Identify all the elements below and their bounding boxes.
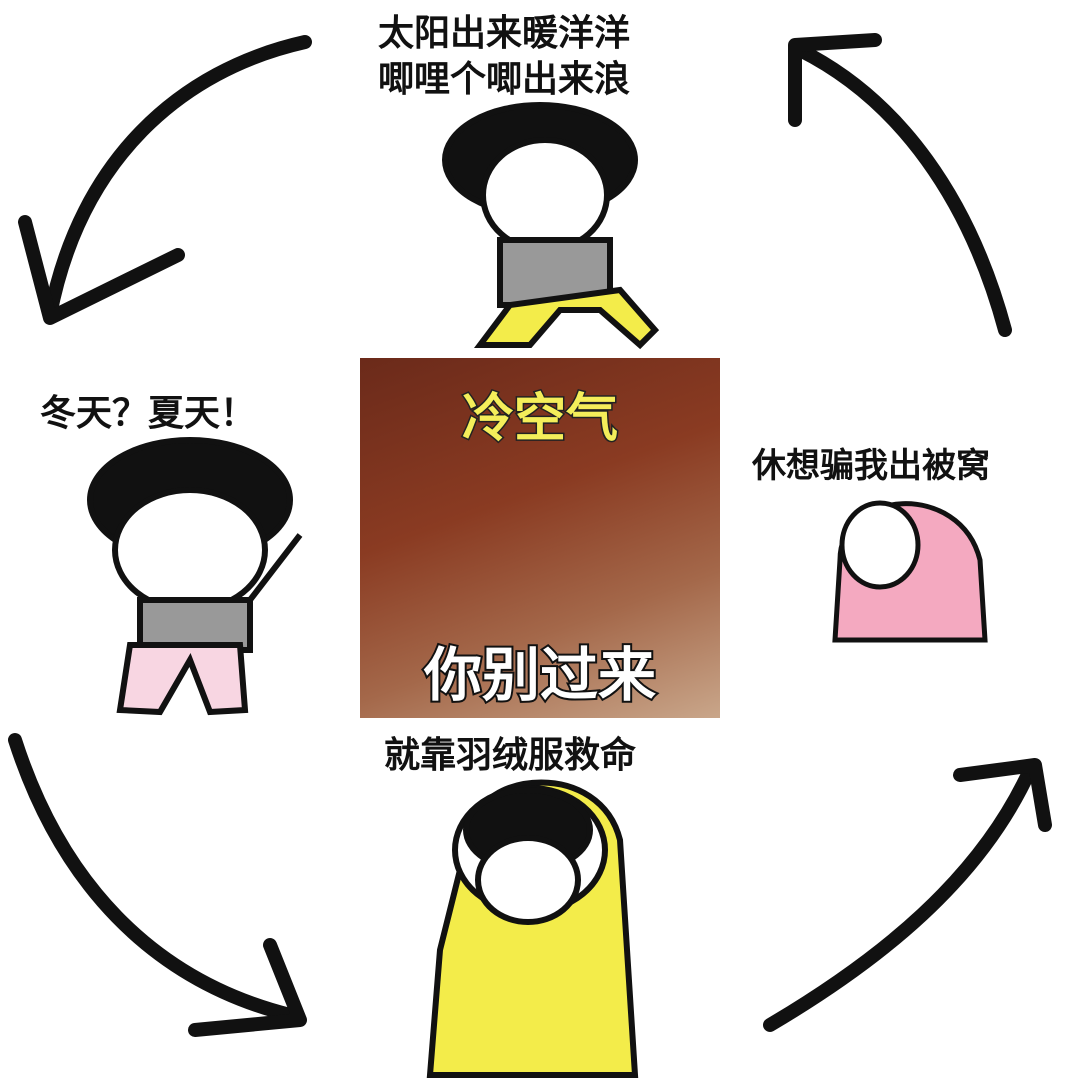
caption-top-line1: 太阳出来暖洋洋 bbox=[378, 13, 631, 54]
cat-photo: 冷空气 你别过来 bbox=[360, 358, 720, 718]
caption-left: 冬天？夏天！ bbox=[40, 393, 257, 434]
arrow-top-right bbox=[793, 43, 1012, 337]
photo-top-text: 冷空气 bbox=[460, 388, 619, 451]
arrow-bottom-left-head bbox=[188, 938, 307, 1037]
blanket-character-right bbox=[832, 500, 988, 643]
arrow-top-right-head bbox=[788, 33, 882, 127]
dancing-character-top bbox=[442, 102, 660, 350]
caption-top-line2: 唧哩个唧出来浪 bbox=[378, 59, 631, 100]
arrow-bottom-left bbox=[8, 733, 297, 1022]
arrow-top-left-head bbox=[18, 215, 185, 325]
arrow-top-left bbox=[43, 35, 312, 322]
arrow-bottom-right bbox=[763, 763, 1037, 1032]
dancing-character-left bbox=[87, 437, 303, 716]
arrow-bottom-right-head bbox=[953, 758, 1052, 832]
caption-right: 休想骗我出被窝 bbox=[752, 446, 990, 486]
photo-bottom-text: 你别过来 bbox=[422, 639, 658, 711]
puffer-jacket-character-bottom bbox=[426, 779, 639, 1078]
caption-bottom: 就靠羽绒服救命 bbox=[384, 735, 637, 776]
